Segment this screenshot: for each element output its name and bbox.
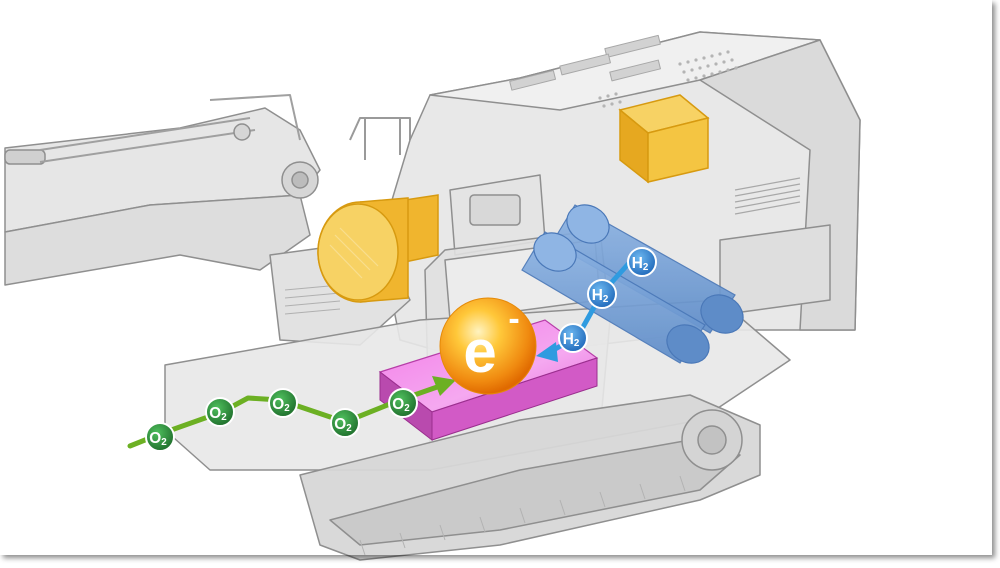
crawler-track-inner — [329, 439, 741, 546]
boom-pivot-inner — [291, 171, 309, 189]
track-links — [359, 475, 686, 556]
motor-component — [317, 194, 439, 303]
side-vent — [734, 177, 801, 215]
electron-symbol: e - — [439, 297, 537, 395]
oxygen-molecule-circle — [388, 388, 418, 418]
hydrogen-flow-arrowhead — [536, 342, 558, 362]
housing-panel — [719, 224, 831, 316]
hydrogen-molecule-subscript: 2 — [574, 338, 580, 349]
electron-label: e — [463, 318, 496, 385]
control-unit-box — [618, 94, 710, 184]
hydraulic-cylinder — [4, 149, 46, 165]
roof-vents — [509, 34, 661, 91]
oxygen-molecule-subscript: 2 — [346, 423, 352, 434]
hydrogen-molecule-circle — [627, 247, 657, 277]
oxygen-molecule-subscript: 2 — [161, 437, 167, 448]
oxygen-molecule-circle — [330, 408, 360, 438]
handrail — [349, 117, 411, 160]
track-wheel-hub — [697, 425, 727, 455]
oxygen-molecule: O2 — [388, 388, 418, 418]
oxygen-molecule: O2 — [205, 397, 235, 427]
hydraulic-pipe — [39, 117, 251, 151]
side-frame-grille — [284, 284, 341, 315]
grille-dots — [598, 50, 738, 108]
oxygen-molecule-circle — [268, 388, 298, 418]
oxygen-molecule-circle — [145, 422, 175, 452]
hydrogen-molecule-subscript: 2 — [603, 294, 609, 305]
hydrogen-molecule-subscript: 2 — [643, 262, 649, 273]
oxygen-molecule: O2 — [145, 422, 175, 452]
hydrogen-molecule-circle — [587, 279, 617, 309]
oxygen-molecule: O2 — [268, 388, 298, 418]
oxygen-molecule-subscript: 2 — [404, 403, 410, 414]
electron-charge: - — [508, 300, 519, 338]
hydrogen-molecule: H2 — [627, 247, 657, 277]
housing-panel — [469, 194, 521, 226]
hydraulic-pipe — [39, 129, 256, 163]
hydrogen-molecule-circle — [558, 323, 588, 353]
hydraulic-pipe — [209, 94, 301, 141]
oxygen-molecule-circle — [205, 397, 235, 427]
hydrogen-molecule: H2 — [587, 279, 617, 309]
oxygen-flow-arrowhead — [432, 376, 456, 396]
oxygen-molecule-subscript: 2 — [221, 412, 227, 423]
oxygen-molecule-subscript: 2 — [284, 403, 290, 414]
hydrogen-molecule: H2 — [558, 323, 588, 353]
oxygen-molecule: O2 — [330, 408, 360, 438]
arm-joint — [233, 123, 251, 141]
